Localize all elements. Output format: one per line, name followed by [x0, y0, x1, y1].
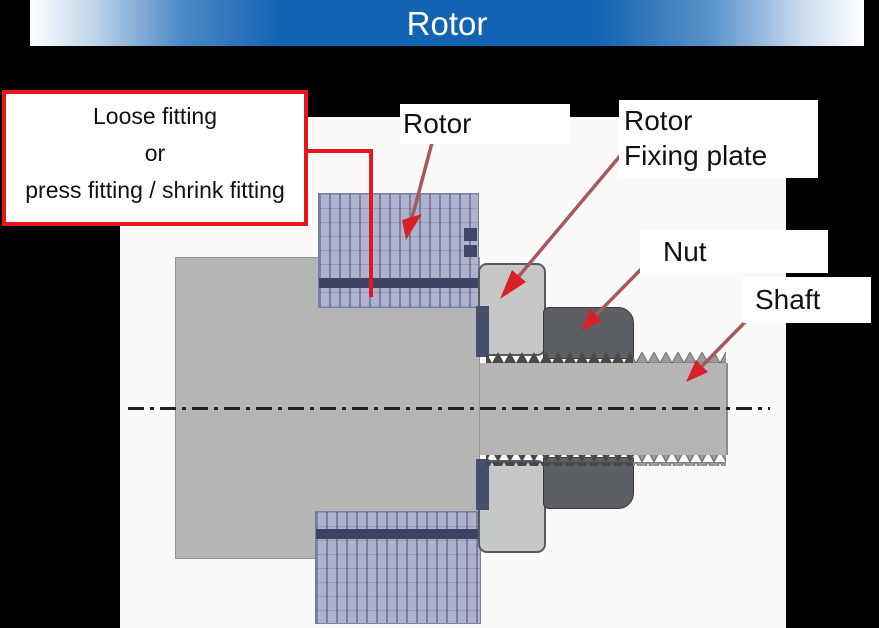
shaft-label-text: Shaft	[755, 284, 821, 315]
nut-label: Nut	[640, 230, 828, 273]
plate-gap-shadow	[476, 459, 489, 510]
title-banner: Rotor	[30, 0, 864, 46]
rotor-lamination-bottom	[315, 511, 481, 624]
fitting-callout-line1: Loose fitting	[92, 103, 218, 129]
nut-label-text: Nut	[663, 236, 707, 267]
fit-interface-line	[319, 278, 478, 288]
fitting-callout-line2: or	[144, 140, 166, 166]
rotor-label: Rotor	[400, 104, 570, 144]
plate-gap-shadow	[476, 306, 489, 357]
rotor-slot-detail	[464, 228, 477, 241]
rotor-lamination-top	[318, 193, 479, 308]
center-axis-line	[128, 407, 770, 410]
fitting-callout-box: Loose fitting or press fitting / shrink …	[2, 90, 308, 226]
fitting-callout-line3: press fitting / shrink fitting	[25, 177, 285, 203]
nut-bottom	[543, 457, 634, 509]
fixing-plate-label-line2: Fixing plate	[624, 140, 768, 171]
fit-interface-line	[316, 529, 480, 539]
rotor-slot-detail	[464, 245, 477, 257]
nut-top	[543, 307, 634, 359]
shaft-label: Shaft	[743, 277, 871, 323]
page-title: Rotor	[406, 5, 488, 42]
fixing-plate-label: Rotor Fixing plate	[619, 100, 818, 178]
fixing-plate-label-line1: Rotor	[624, 105, 693, 136]
rotor-label-text: Rotor	[403, 108, 472, 139]
